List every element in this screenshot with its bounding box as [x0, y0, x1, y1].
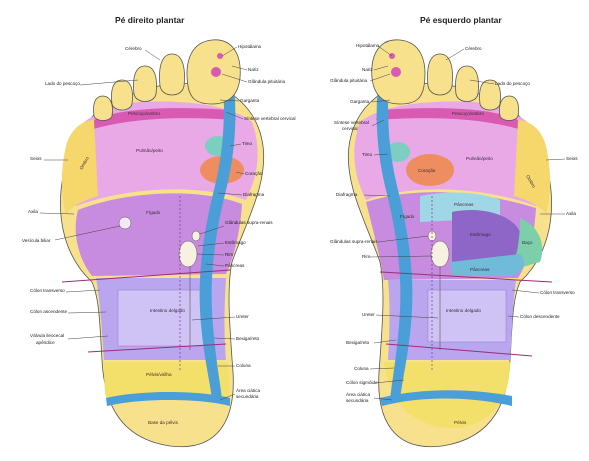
left-zone-neck-shoulder: Pescoço/ombro [452, 111, 484, 116]
left-zone-pancreas: Pâncreas [470, 267, 490, 272]
right-toe-2 [160, 54, 185, 95]
right-label-colon-ascendente: Cólon ascendente [30, 309, 67, 314]
right-label-bexiga-reto: Bexiga/reto [236, 336, 260, 341]
left-label-colon-sigmoide: Cólon sigmóide [346, 380, 378, 385]
left-zone-pelvis: Pélvis [454, 420, 467, 425]
right-label-garganta: Garganta [240, 98, 260, 103]
right-label-vesicula-biliar: Vesícula biliar [22, 238, 51, 243]
left-kidney [431, 241, 449, 267]
right-label-glandula-pituitaria: Glândula pituitária [248, 79, 285, 84]
left-label-bexiga-reto: Bexiga/reto [346, 340, 370, 345]
left-zone-liver: Fígado [400, 214, 415, 219]
right-toe-5 [93, 96, 112, 121]
right-zone-pelvis-base: Base da pélvis [148, 420, 179, 425]
right-zone-intestine-1: Intestino delgado [150, 308, 185, 313]
left-pituitary-dot [391, 67, 401, 77]
right-label-seios: Seios [30, 156, 42, 161]
right-label-area-ciatica-1: Área ciática [236, 387, 260, 393]
right-zone-lung-chest: Pulmão/peito [136, 148, 163, 153]
left-zone-stomach: Estômago [470, 232, 491, 237]
right-label-sintese-vertebral-cervical: Síntese vertebral cervical [244, 116, 296, 121]
left-label-colon-descendente: Cólon descendente [520, 314, 560, 319]
right-label-valvula-ileocecal-2: apêndice [36, 340, 55, 345]
right-label-coracao: Coração [245, 171, 263, 176]
left-label-axila: Axila [566, 211, 576, 216]
left-label-area-ciatica-1: Área ciática [346, 391, 370, 397]
left-foot-diagram: Pé esquerdo plantar Pescoço/ombro [330, 15, 578, 447]
right-toe-3 [133, 66, 156, 102]
right-kidney [179, 241, 197, 267]
right-pituitary-dot [211, 67, 221, 77]
right-label-cerebro: Cérebro [125, 46, 142, 51]
left-foot-title: Pé esquerdo plantar [420, 15, 502, 25]
left-label-coluna: Coluna [354, 366, 369, 371]
left-label-colon-transverso: Cólon transverso [540, 290, 575, 295]
right-label-axila: Axila [28, 209, 38, 214]
right-small-intestine [118, 290, 208, 346]
right-label-pancreas: Pâncreas [225, 263, 245, 268]
left-label-sintese-vertebral-1: Síntese vertebral [334, 120, 369, 125]
right-label-ureter: Ureter [236, 314, 249, 319]
left-label-sintese-vertebral-2: cervical [342, 126, 358, 131]
right-label-diafragma: Diafragma [243, 192, 265, 197]
left-toe-3 [455, 66, 478, 102]
right-label-valvula-ileocecal-1: Válvula ileocecal [30, 333, 64, 338]
left-label-cerebro: Cérebro [465, 46, 482, 51]
right-zone-neck-shoulder: Pescoço/ombro [128, 111, 160, 116]
left-label-diafragma: Diafragma [336, 192, 358, 197]
right-foot-title: Pé direito plantar [115, 15, 185, 25]
left-label-seios: Seios [566, 156, 578, 161]
left-zone-pancreas-sup: Pâncreas [454, 202, 474, 207]
right-label-glandulas-suprarrenais: Glândulas supra-renais [225, 220, 273, 225]
left-label-lado-pescoco: Lado do pescoço [495, 81, 530, 86]
left-toe-5 [499, 96, 518, 121]
right-label-colon-transverso: Cólon transverso [30, 288, 65, 293]
left-label-garganta: Garganta [350, 99, 370, 104]
left-label-area-ciatica-2: secundária [346, 398, 369, 403]
left-zone-lung-chest: Pulmão/peito [466, 156, 493, 161]
left-zone-heart: Coração [418, 168, 436, 173]
right-toe-4 [111, 80, 132, 110]
right-foot-diagram: Pé direito plantar [22, 15, 296, 447]
left-label-ureter: Ureter [362, 312, 375, 317]
right-label-lado-pescoco: Lado do pescoço [45, 81, 80, 86]
right-zone-pelvis-groin: Pélvis/virilha [146, 372, 172, 377]
left-zone-intestine: Intestino delgado [446, 308, 481, 313]
right-gallbladder [119, 217, 131, 229]
right-label-hipotalamo: Hipotálamo [238, 44, 262, 49]
left-label-glandula-pituitaria: Glândula pituitária [330, 78, 367, 83]
right-label-timo: Timo [242, 141, 252, 146]
right-label-coluna: Coluna [236, 363, 251, 368]
left-zone-spleen: Baço [522, 240, 533, 245]
left-label-timo: Timo [362, 152, 372, 157]
right-zone-liver: Fígado [146, 210, 161, 215]
right-label-area-ciatica-2: secundária [236, 394, 259, 399]
right-label-rim: Rim [225, 252, 233, 257]
left-label-rim: Rim [362, 254, 370, 259]
right-label-estomago: Estômago [225, 240, 246, 245]
left-toe-2 [428, 54, 453, 95]
right-label-nariz: Nariz [248, 67, 259, 72]
left-label-hipotalamo: Hipotálamo [356, 43, 380, 48]
left-label-nariz: Nariz [362, 67, 373, 72]
right-adrenal [192, 231, 200, 241]
left-label-glandulas-suprarrenais: Glândulas supra-renais [330, 239, 378, 244]
